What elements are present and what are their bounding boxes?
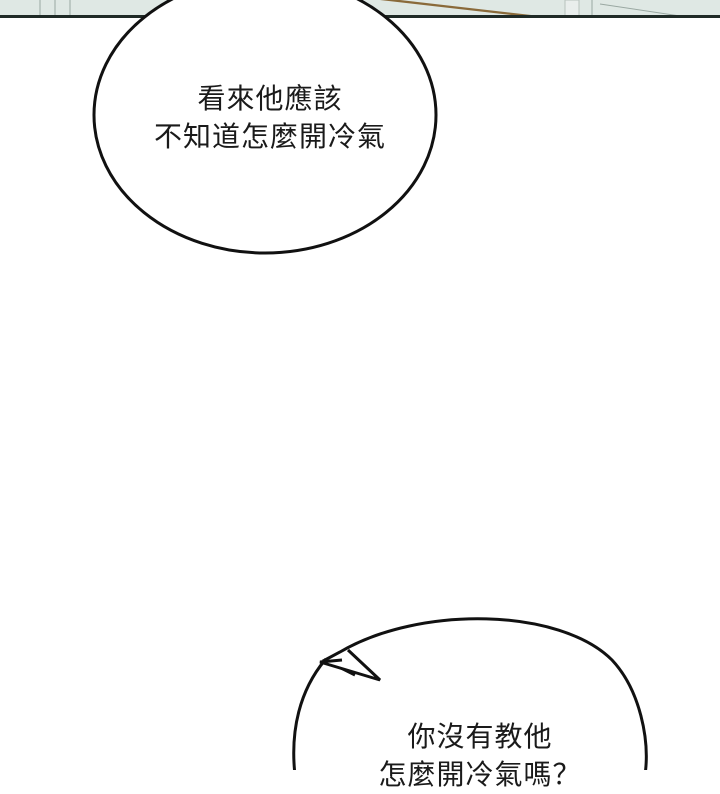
speech-bubble-2-text: 你沒有教他 怎麼開冷氣嗎？ — [330, 718, 630, 794]
speech-bubble-1-text: 看來他應該 不知道怎麼開冷氣 — [120, 80, 420, 156]
bubble-2-line-1: 你沒有教他 — [407, 720, 553, 753]
speech-bubble-2 — [292, 617, 648, 770]
panel-artwork — [39, 0, 681, 17]
speech-bubbles — [92, 0, 648, 770]
bubble-1-line-1: 看來他應該 — [197, 82, 343, 115]
bubble-1-line-2: 不知道怎麼開冷氣 — [153, 120, 386, 153]
speech-bubble-1 — [92, 0, 438, 255]
bubble-tail — [319, 648, 382, 682]
bubble-2-line-2: 怎麼開冷氣嗎？ — [378, 758, 582, 791]
